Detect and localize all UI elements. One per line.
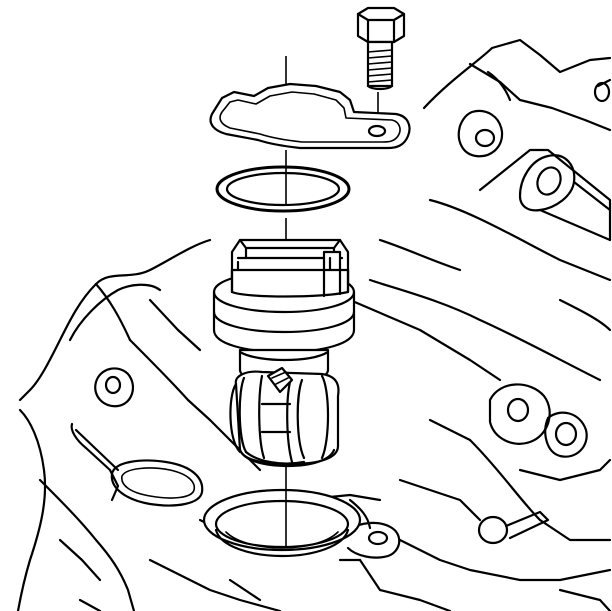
bolt	[356, 6, 406, 91]
sensor-retainer-bracket	[209, 82, 411, 150]
sensor-bore-opening	[202, 488, 362, 558]
o-ring-seal-upper	[215, 165, 351, 213]
transmission-case	[16, 38, 612, 611]
vehicle-speed-sensor	[212, 238, 356, 468]
